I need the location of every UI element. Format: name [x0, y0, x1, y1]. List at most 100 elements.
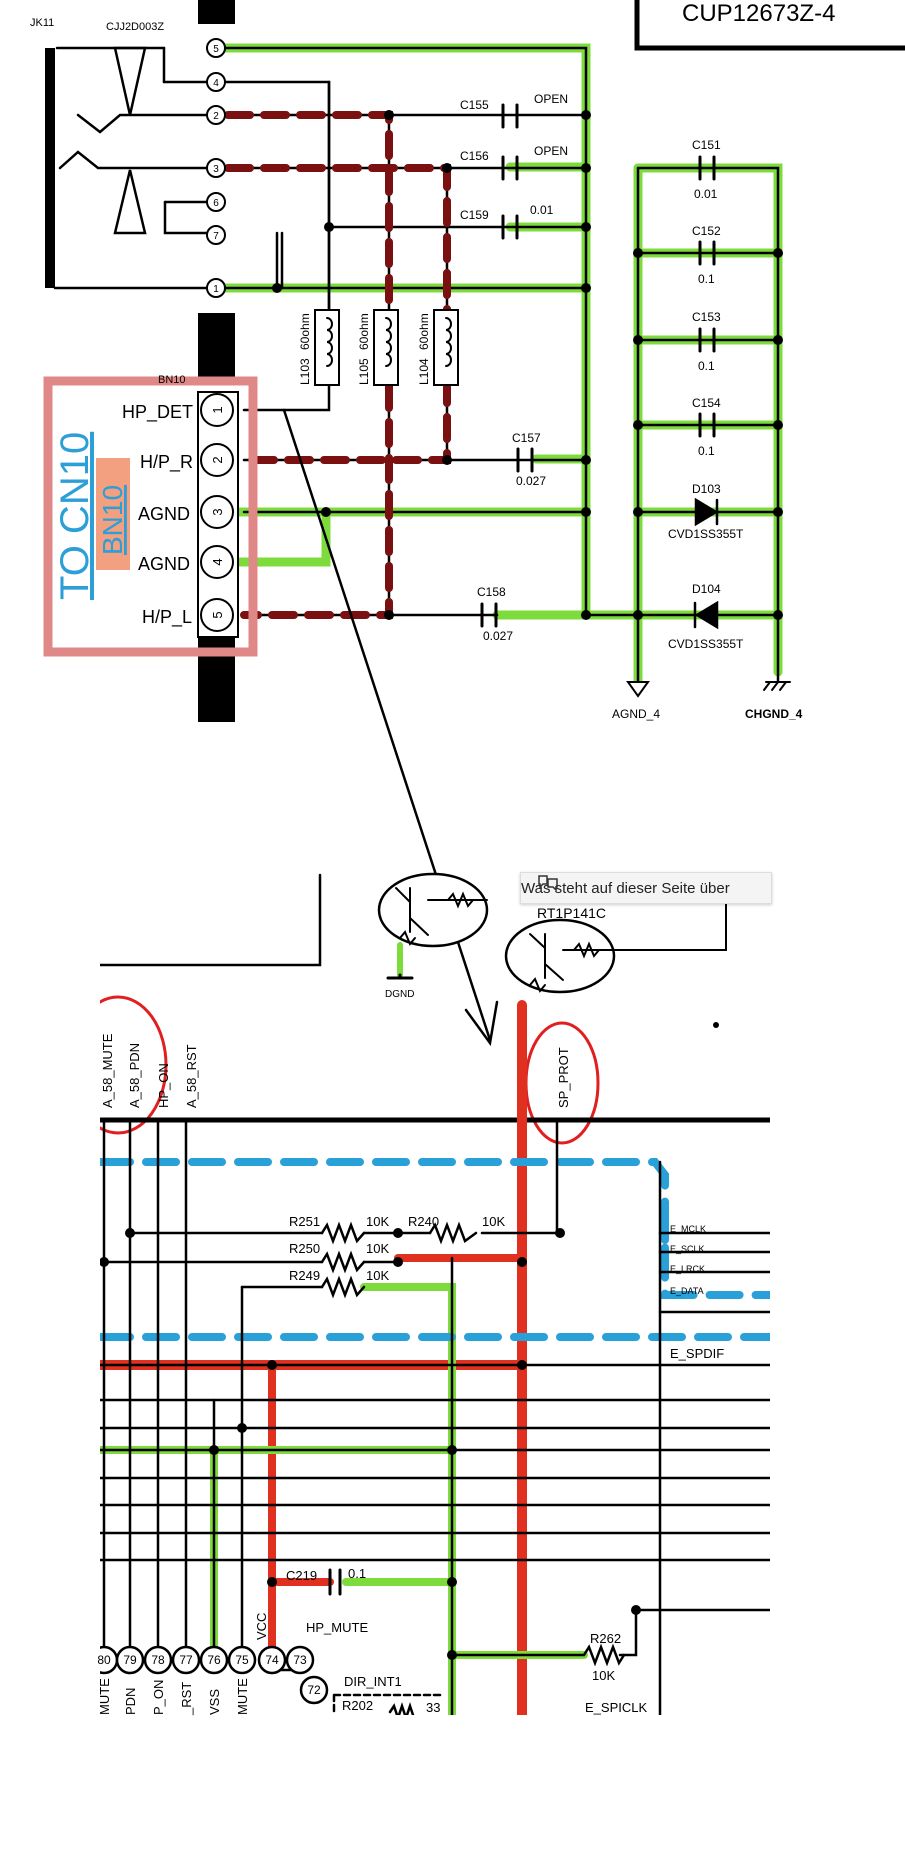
- capacitor-value: OPEN: [534, 144, 568, 158]
- diode-ref: D104: [692, 582, 721, 596]
- connector-pin-label: AGND: [138, 554, 190, 574]
- inductor-coils: [326, 317, 452, 367]
- capacitor-ref: C153: [692, 310, 721, 324]
- ic-pin-name: PDN: [123, 1688, 138, 1715]
- bus-label: E_SCLK: [670, 1244, 705, 1254]
- connector-pin-label: AGND: [138, 504, 190, 524]
- board-label: CUP12673Z-4: [682, 0, 835, 27]
- transistor-ref: RT1P141C: [537, 905, 606, 921]
- capacitor-ref: C155: [460, 98, 489, 112]
- capacitor-ref: C158: [477, 585, 506, 599]
- translate-popup-text: Was steht auf dieser Seite über: [521, 879, 730, 897]
- capacitor-value: 0.027: [483, 629, 513, 643]
- bus-label: E_MCLK: [670, 1224, 706, 1234]
- ic-pin-name: MUTE: [235, 1678, 250, 1715]
- connector-pin-number: 4: [210, 558, 225, 565]
- decor-bar: [198, 630, 235, 722]
- jack-pin-number: 5: [213, 44, 219, 55]
- black-wires-bottom: [98, 1118, 772, 1717]
- ic-pin-name: P_ON: [151, 1680, 166, 1715]
- ic-pin-number: 78: [151, 1653, 165, 1667]
- jack-ref: JK11: [30, 17, 54, 29]
- ic-pin-number: 79: [123, 1653, 137, 1667]
- capacitor-value: 0.01: [530, 203, 554, 217]
- resistor-symbols: [320, 1221, 626, 1722]
- resistor-value: 10K: [592, 1668, 615, 1683]
- transistor-internals: [395, 887, 727, 993]
- diode-part: CVD1SS355T: [668, 637, 744, 651]
- connector-callout-big: TO CN10: [53, 432, 97, 600]
- chgnd-label: CHGND_4: [745, 707, 803, 721]
- net-label-vertical: HP_ON: [156, 1063, 171, 1108]
- resistor-ref: R202: [342, 1698, 373, 1713]
- jack-pin-number: 4: [213, 78, 219, 89]
- capacitor-ref: C159: [460, 208, 489, 222]
- ic-pin-number: 74: [265, 1653, 279, 1667]
- connector-pin-label: H/P_R: [140, 452, 193, 473]
- resistor-ref: R250: [289, 1241, 320, 1256]
- ic-pin-numbers: 80 79 78 77 76 75 74 73 72: [97, 1653, 321, 1697]
- inductor-value: 60ohm: [357, 313, 371, 350]
- ic-pin-number: 72: [307, 1683, 321, 1697]
- resistor-value: 33: [426, 1700, 440, 1715]
- vcc-label: VCC: [254, 1613, 269, 1640]
- jack-pin-numbers: 5 4 2 3 6 7 1: [213, 44, 219, 295]
- jack-pin-number: 7: [213, 231, 219, 242]
- capacitor-value: 0.01: [694, 187, 718, 201]
- junction-dots: [272, 110, 783, 620]
- jack-body-bar: [45, 48, 55, 288]
- ic-pin-name: MUTE: [97, 1678, 112, 1715]
- ic-pin-number: 73: [293, 1653, 307, 1667]
- capacitor-ref: C151: [692, 138, 721, 152]
- connector-callout-small: BN10: [97, 485, 128, 555]
- connector-ref: BN10: [158, 374, 186, 386]
- title-block-frame: [634, 0, 905, 51]
- inductor-ref: L105: [357, 358, 371, 385]
- dgnd-symbol: [386, 973, 414, 980]
- net-label-vertical: A_58_PDN: [127, 1043, 142, 1108]
- capacitor-value: 0.1: [698, 444, 715, 458]
- resistor-ref: R262: [590, 1631, 621, 1646]
- diode-ref: D103: [692, 482, 721, 496]
- net-label-vertical: A_58_RST: [184, 1044, 199, 1108]
- diode-part: CVD1SS355T: [668, 527, 744, 541]
- resistor-ref: R251: [289, 1214, 320, 1229]
- crop-mask-bottom: [0, 1715, 905, 1876]
- inductor-value: 60ohm: [298, 313, 312, 350]
- capacitor-value: 0.1: [348, 1566, 366, 1581]
- dgnd-label: DGND: [385, 989, 414, 1000]
- resistor-ref: R249: [289, 1268, 320, 1283]
- capacitor-c219: [328, 1568, 342, 1596]
- ic-pin-name: VSS: [207, 1689, 222, 1715]
- diode-symbols: [693, 497, 719, 630]
- capacitor-value: OPEN: [534, 92, 568, 106]
- capacitor-value: 0.1: [698, 359, 715, 373]
- connector-frame: [43, 376, 258, 657]
- bus-label: E_SPDIF: [670, 1346, 724, 1361]
- capacitor-symbols: [480, 103, 716, 628]
- decor-bar: [198, 313, 235, 385]
- capacitor-ref: C154: [692, 396, 721, 410]
- capacitor-ref: C157: [512, 431, 541, 445]
- crop-mask-right: [770, 870, 905, 1730]
- capacitor-value: 0.1: [698, 272, 715, 286]
- capacitor-ref: C219: [286, 1568, 317, 1583]
- jack-part: CJJ2D003Z: [106, 21, 164, 33]
- agnd-label: AGND_4: [612, 707, 660, 721]
- net-label-vertical: A_58_MUTE: [100, 1033, 115, 1108]
- resistor-value: 10K: [482, 1214, 505, 1229]
- bus-label: E_LRCK: [670, 1264, 705, 1274]
- bus-label: E_SPICLK: [585, 1700, 647, 1715]
- junction-dots-bottom: [99, 1022, 719, 1660]
- translate-popup[interactable]: Was steht auf dieser Seite über: [520, 872, 772, 904]
- connector-pin-number: 2: [210, 456, 225, 463]
- ic-pin-number: 75: [235, 1653, 249, 1667]
- resistor-value: 10K: [366, 1214, 389, 1229]
- crop-mask-left: [0, 870, 100, 1730]
- green-nets-bottom: [96, 1283, 588, 1719]
- connector-pin-number: 3: [210, 508, 225, 515]
- connector-pin-number: 1: [210, 406, 225, 413]
- capacitor-ref: C156: [460, 149, 489, 163]
- decor-bar: [198, 0, 235, 24]
